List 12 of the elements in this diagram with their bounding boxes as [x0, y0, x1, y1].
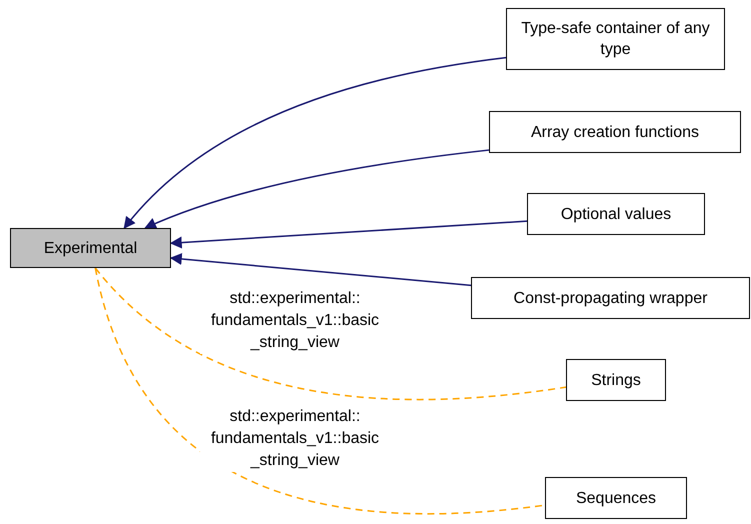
- arrow: [124, 56, 506, 229]
- group-box: Optional values: [527, 193, 705, 235]
- group-box: Const-propagating wrapper: [471, 277, 750, 319]
- group-box: Array creation functions: [489, 111, 741, 153]
- dashed-connector: [94, 268, 566, 400]
- arrow: [170, 220, 528, 249]
- arrow: [144, 149, 490, 230]
- arrow: [170, 253, 472, 286]
- highlighted-group-box: Experimental: [10, 228, 171, 268]
- group-box: Strings: [566, 359, 666, 401]
- group-box: Type-safe container of any type: [506, 8, 725, 70]
- group-box: Sequences: [545, 477, 687, 519]
